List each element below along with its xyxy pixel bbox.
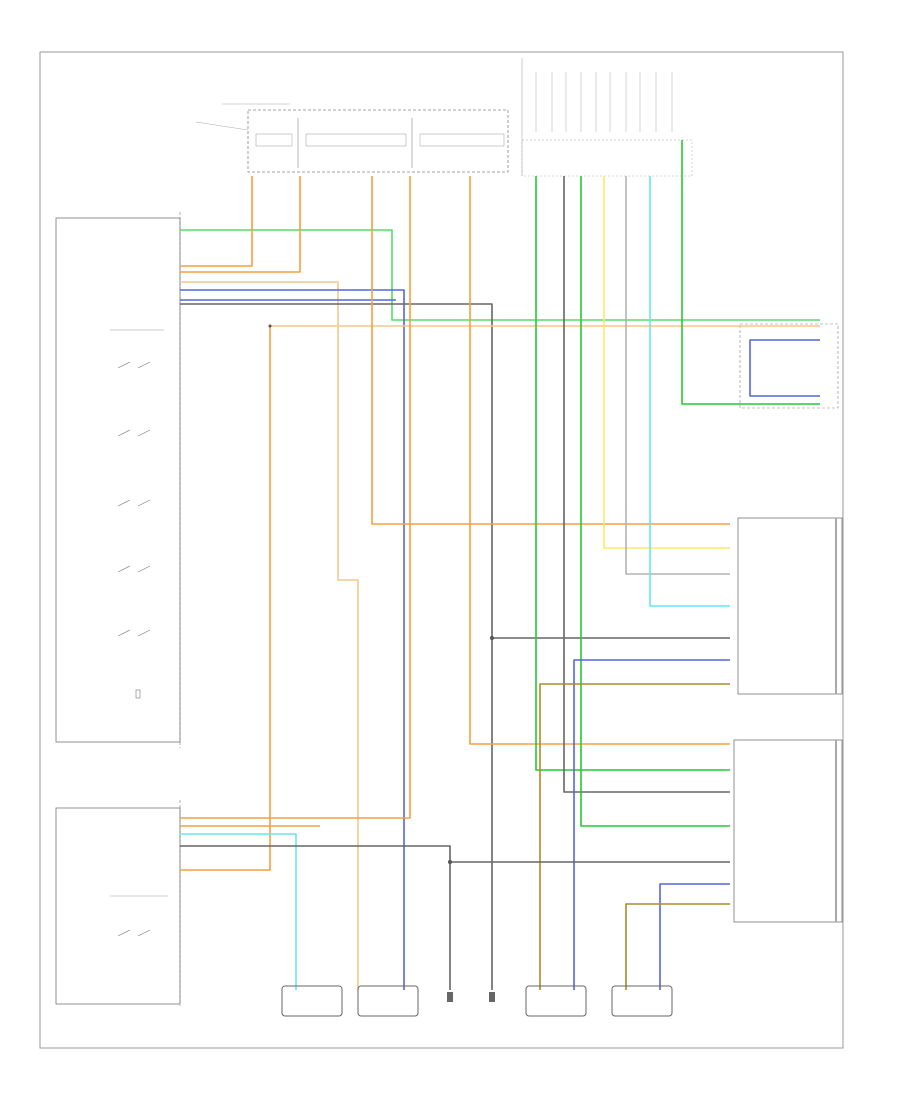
wire-blue-upper [180,289,405,990]
diagram-frame [39,51,844,1049]
actuator-right-rear [611,985,673,1017]
wire-green-connector-3 [580,176,730,827]
right-rear-climate-control [733,739,843,923]
wire-green-right-loop [681,140,820,405]
wire-gray-lower [180,845,451,990]
wire-orange-to-left-rear [371,176,730,525]
wire-white-connector [625,176,730,575]
left-control-module [55,212,181,748]
wire-gray-ground [180,303,493,990]
wire-yellow-connector [603,176,730,549]
wire-tan-upper [180,281,359,990]
fuse-1 [255,133,293,147]
wire-orange-left-vertical [180,326,271,871]
right-mid-top-module [739,323,839,409]
bottom-actuators [281,985,673,1017]
ground-points [447,992,495,1002]
wire-cyan-connector [649,176,730,607]
actuator-left-rear [525,985,587,1017]
wire-brown-right-lower [625,903,730,990]
wire-light-green-top [180,229,820,321]
wire-blue-right-loop [749,339,820,397]
left-lower-module [55,800,181,1006]
wire-orange-lower-left [180,176,411,819]
wire-group [180,140,820,990]
fuse-block-top [195,103,509,173]
connector-block-top-right [521,58,693,177]
actuator-mode-door [357,985,419,1017]
wire-orange-lower-right [469,176,730,745]
wire-orange-fuse-left [180,176,253,267]
wire-blue-right-lower [659,883,730,990]
fuse-3 [419,133,505,147]
fuse-2 [305,133,407,147]
left-rear-climate-control [737,517,843,695]
wire-blue-mid [573,659,730,990]
actuator-front-passenger [281,985,343,1017]
wire-gray-connector-2 [563,176,730,793]
wire-cyan-lower-left [180,833,297,990]
wire-green-connector-1 [535,176,730,771]
splice-points [268,324,494,864]
wire-brown-mid [539,683,730,990]
wire-orange-fuse-mid [180,176,301,273]
